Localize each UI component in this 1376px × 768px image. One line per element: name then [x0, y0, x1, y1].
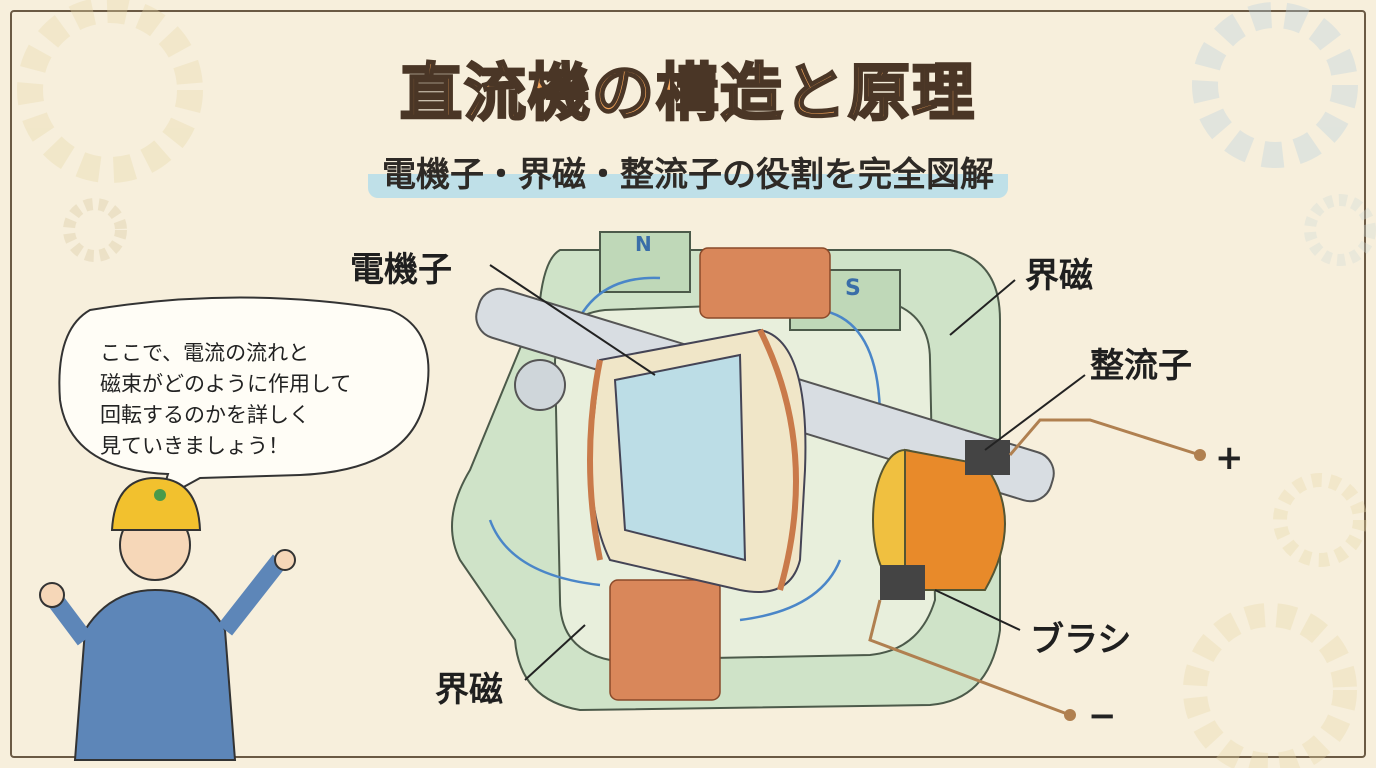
- speech-line: 磁束がどのように作用して: [100, 372, 352, 396]
- gear-decoration-icon: [17, 0, 1376, 768]
- label-field-bottom: 界磁: [435, 670, 503, 710]
- field-coil-top: [699, 247, 831, 319]
- label-pole-s: S: [845, 276, 861, 301]
- speech-line: ここで、電流の流れと: [100, 341, 310, 365]
- speech-bubble-shape: [58, 296, 430, 503]
- label-field-top: 界磁: [1025, 256, 1093, 296]
- field-coil-bottom: [609, 579, 721, 701]
- plus-terminal-sign: +: [1215, 438, 1244, 478]
- worker-character-icon: [39, 476, 296, 761]
- page-frame: [10, 10, 1366, 758]
- speech-bubble-text: ここで、電流の流れと 磁束がどのように作用して 回転するのかを詳しく 見ていきま…: [100, 338, 351, 462]
- leader-lines: [489, 264, 1086, 681]
- label-brush: ブラシ: [1030, 620, 1132, 660]
- commutator: [872, 448, 1006, 591]
- page-title: 直流機の構造と原理: [399, 55, 976, 131]
- minus-terminal-sign: −: [1088, 696, 1117, 736]
- armature: [587, 328, 807, 593]
- speech-line: 回転するのかを詳しく: [100, 403, 310, 427]
- wire-plus: [1008, 418, 1201, 457]
- brush-top: [965, 440, 1010, 475]
- bearing: [514, 359, 566, 411]
- north-pole: [599, 231, 691, 293]
- speech-line: 見ていきましょう！: [100, 434, 289, 458]
- label-pole-n: N: [635, 232, 652, 256]
- page-subtitle: 電機子・界磁・整流子の役割を完全図解: [368, 145, 1008, 198]
- wire-minus: [868, 599, 1071, 717]
- brush-bottom: [880, 565, 925, 600]
- label-armature: 電機子: [350, 250, 452, 290]
- label-commutator: 整流子: [1090, 346, 1192, 386]
